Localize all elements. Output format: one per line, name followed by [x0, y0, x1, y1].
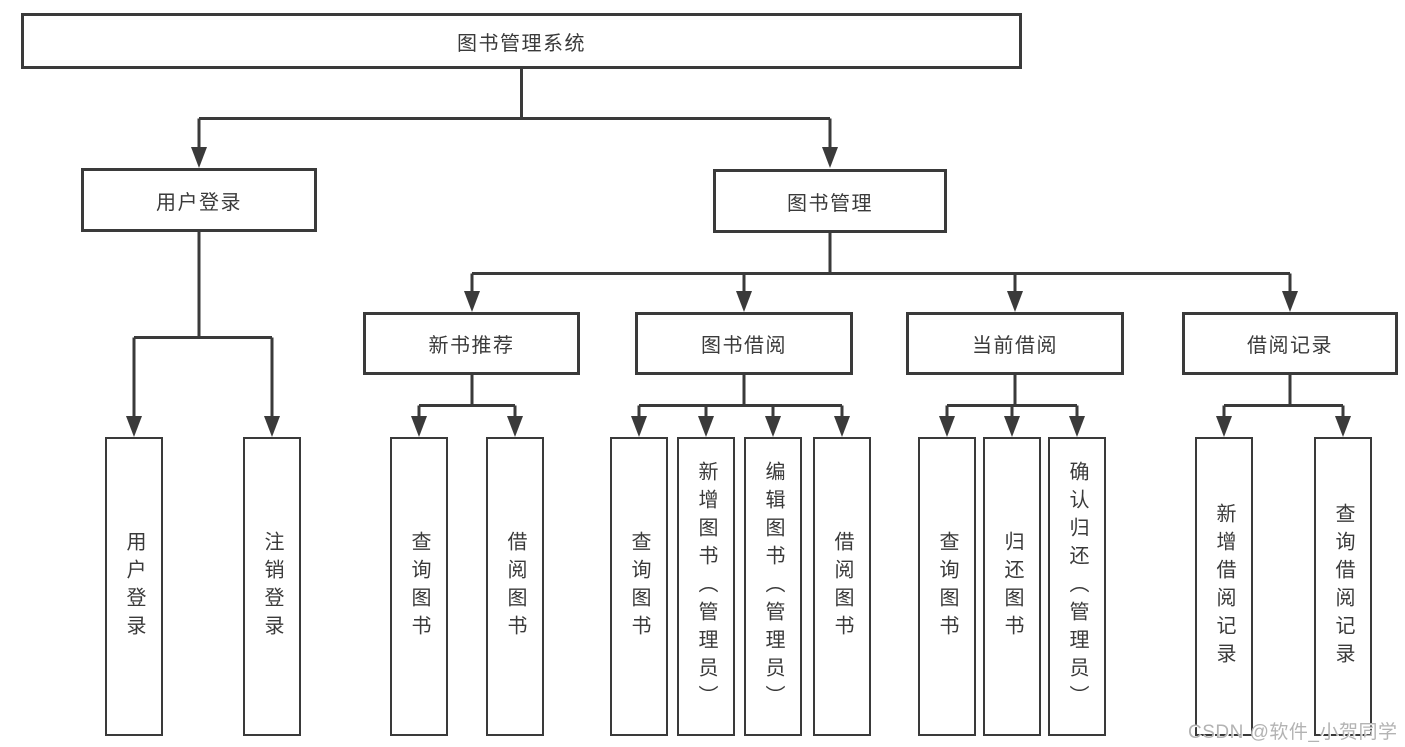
leaf-logout: 注销登录: [243, 437, 301, 736]
node-label: 用户登录: [156, 191, 242, 214]
leaf-edit-book-admin: 编辑图书（管理员）: [744, 437, 802, 736]
node-label: 借阅记录: [1247, 335, 1333, 357]
node-borrowing-records: 借阅记录: [1182, 312, 1398, 375]
leaf-add-book-admin: 新增图书（管理员）: [677, 437, 735, 736]
leaf-borrow-books: 借阅图书: [813, 437, 871, 736]
csdn-watermark: CSDN @软件_小贺同学: [1188, 722, 1398, 743]
leaf-add-borrow-record: 新增借阅记录: [1195, 437, 1253, 736]
node-book-management: 图书管理: [713, 169, 947, 233]
node-book-management-system: 图书管理系统: [21, 13, 1022, 69]
node-label: 编辑图书（管理员）: [762, 460, 784, 713]
leaf-query-books-current: 查询图书: [918, 437, 976, 736]
node-label: 新增借阅记录: [1213, 502, 1235, 671]
node-label: 注销登录: [261, 530, 283, 643]
node-label: 查询图书: [408, 530, 430, 643]
arrowheads: [126, 147, 1351, 437]
node-label: 借阅图书: [504, 530, 526, 643]
leaf-confirm-return-admin: 确认归还（管理员）: [1048, 437, 1106, 736]
node-label: 归还图书: [1001, 530, 1023, 643]
node-new-book-recommendation: 新书推荐: [363, 312, 580, 375]
node-label: 查询图书: [936, 530, 958, 643]
node-label: 新增图书（管理员）: [695, 460, 717, 713]
node-user-login: 用户登录: [81, 168, 317, 232]
node-label: 当前借阅: [972, 335, 1058, 357]
node-label: 图书管理系统: [457, 32, 586, 55]
node-current-borrowing: 当前借阅: [906, 312, 1124, 375]
leaf-query-books-borrowing: 查询图书: [610, 437, 668, 736]
node-label: 用户登录: [123, 530, 145, 643]
node-label: 查询图书: [628, 530, 650, 643]
node-label: 新书推荐: [428, 335, 515, 357]
node-book-borrowing: 图书借阅: [635, 312, 853, 375]
leaf-user-login: 用户登录: [105, 437, 163, 736]
leaf-borrow-books-recommend: 借阅图书: [486, 437, 544, 736]
node-label: 借阅图书: [831, 530, 853, 643]
leaf-query-borrow-record: 查询借阅记录: [1314, 437, 1372, 736]
node-label: 图书借阅: [701, 335, 787, 357]
node-label: 确认归还（管理员）: [1066, 460, 1088, 713]
leaf-return-book: 归还图书: [983, 437, 1041, 736]
leaf-query-books-recommend: 查询图书: [390, 437, 448, 736]
node-label: 查询借阅记录: [1332, 502, 1354, 671]
node-label: 图书管理: [787, 192, 873, 215]
